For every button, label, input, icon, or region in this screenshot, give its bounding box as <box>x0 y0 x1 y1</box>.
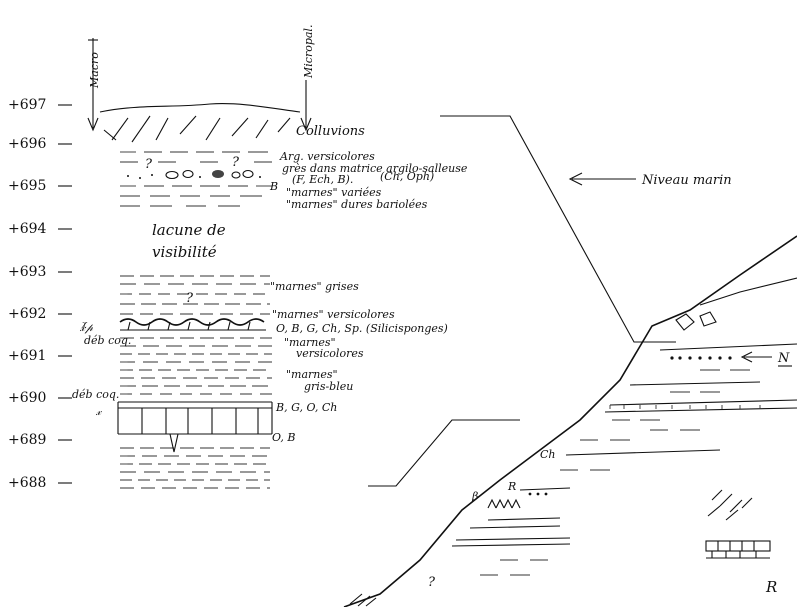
b-label: B <box>269 180 278 193</box>
marnes-variees-label: "marnes" variées <box>286 186 382 199</box>
marnes-versicolores-label: "marnes" <box>284 336 336 349</box>
question-mark: ? <box>428 575 436 590</box>
pebble-row <box>127 169 261 180</box>
correlation-lines <box>368 115 676 487</box>
marnes-grises-label: "marnes" grises <box>270 280 359 293</box>
svg-text:ᵡ: ᵡ <box>81 319 88 334</box>
colluvions-label: Colluvions <box>296 124 365 139</box>
elevation-label: +693 <box>8 264 46 280</box>
ch-label: Ch <box>540 448 556 461</box>
marnes-gris-bleu-label: gris-bleu <box>304 380 353 393</box>
arg-versicolores-label: Arg. versicolores <box>279 150 375 163</box>
question-mark: ? <box>232 155 240 170</box>
deb-coq-label: déb coq. <box>72 388 119 401</box>
elevation-label: +694 <box>8 221 47 237</box>
breccia-symbols <box>487 498 521 509</box>
beta-label: β <box>471 490 478 503</box>
niveau-marin-label: Niveau marin <box>641 173 732 188</box>
macro-axis: Macro <box>87 38 101 132</box>
legend-colluvium-symbol <box>707 489 753 521</box>
fauna-label: (F, Ech, B). <box>292 173 353 186</box>
limestone-block <box>117 401 273 453</box>
elevation-label: +695 <box>8 178 46 194</box>
visibilite-label: visibilité <box>152 243 217 261</box>
gres-matrice-label: grès dans matrice argilo-salleuse <box>282 162 468 175</box>
n-label: N <box>777 351 790 366</box>
elevation-label: +689 <box>8 432 46 448</box>
lacune-label: lacune de <box>152 221 226 239</box>
elevation-label: +690 <box>8 390 46 406</box>
deb-coq-label: déb coq. <box>84 334 131 347</box>
micropal-axis-label: Micropal. <box>302 25 315 79</box>
elevation-scale: +697 +696 +695 +694 +693 +692 +691 +690 … <box>8 97 72 491</box>
fossils-690-label: B, G, O, Ch <box>275 401 337 414</box>
marnes-versicolores-label: versicolores <box>296 347 364 360</box>
profile-labels: N Ch R β ? <box>428 351 792 590</box>
marnes-dures-label: "marnes" dures bariolées <box>286 198 428 211</box>
profile-dotted-bed <box>528 356 732 496</box>
silicisponge-bed <box>119 318 266 331</box>
svg-text:𝓍𝓅: 𝓍𝓅 <box>79 321 94 334</box>
column-annotations: Colluvions Arg. versicolores grès dans m… <box>270 124 468 444</box>
macro-axis-label: Macro <box>88 52 101 89</box>
elevation-label: +692 <box>8 306 46 322</box>
scree-hatch <box>349 593 377 607</box>
legend-limestone-symbol: R <box>705 540 777 596</box>
question-mark: ? <box>186 291 194 306</box>
niveau-marin-pointer: Niveau marin <box>568 172 732 188</box>
elevation-label: +696 <box>8 136 47 152</box>
marnes-versicolores-label: "marnes" versicolores <box>272 308 395 321</box>
colluvium-blocks <box>675 311 717 331</box>
elevation-label: +691 <box>8 348 46 364</box>
svg-text:𝓍: 𝓍 <box>95 405 102 418</box>
fossil-symbols: ᵡ 𝓍𝓅 déb coq. déb coq. 𝓍 <box>72 319 131 418</box>
fossils-692-label: O, B, G, Ch, Sp. (Silicisponges) <box>276 322 448 335</box>
elevation-label: +697 <box>8 97 46 113</box>
marnes-gris-bleu-label: "marnes" <box>286 368 338 381</box>
fauna-label: (Ch, Oph) <box>380 170 434 183</box>
elevation-label: +688 <box>8 475 46 491</box>
colluvions-layer <box>99 103 301 143</box>
lower-marnes-layers <box>120 275 272 489</box>
upper-marnes-layers: ? ? B <box>120 151 278 207</box>
r-label: R <box>507 480 516 493</box>
lacune-text: lacune de visibilité <box>152 221 226 261</box>
hill-profile <box>343 235 797 607</box>
r-legend-label: R <box>765 578 777 596</box>
question-mark: ? <box>145 157 153 172</box>
micropal-axis: Micropal. <box>300 25 315 132</box>
fossils-689-label: O, B <box>272 431 295 444</box>
